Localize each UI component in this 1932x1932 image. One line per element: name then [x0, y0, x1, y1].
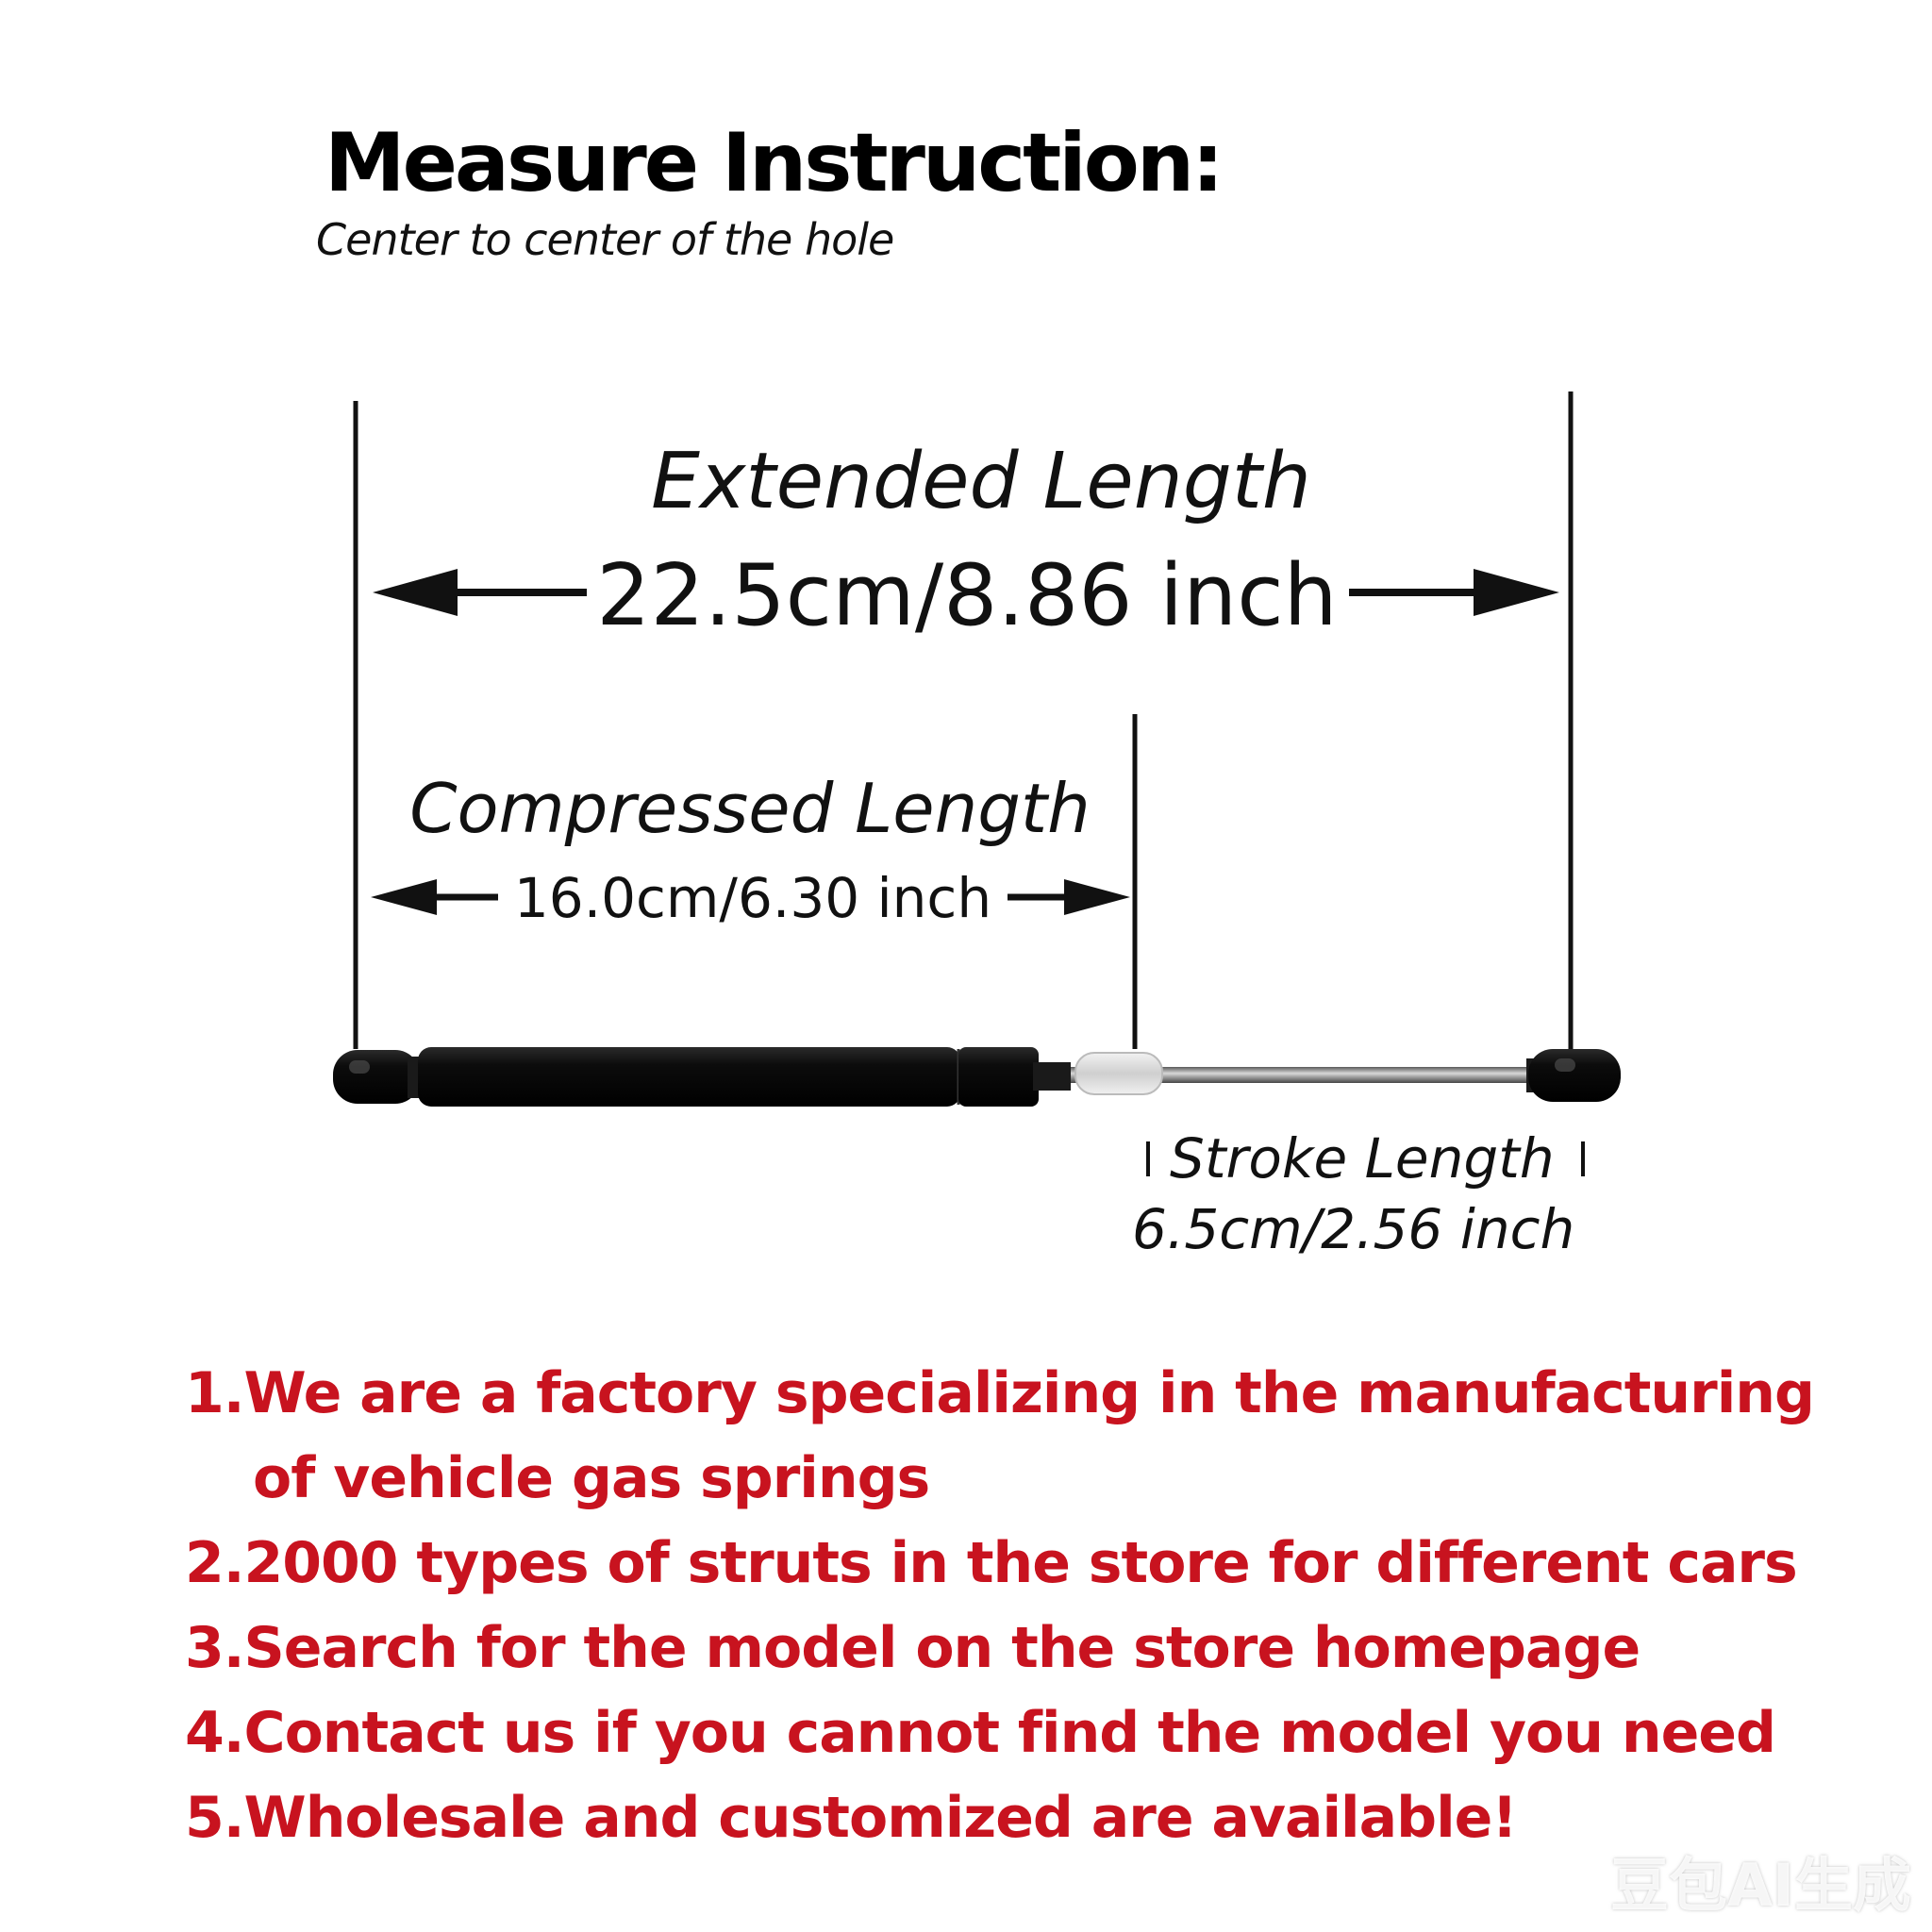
- page-subtitle: Center to center of the hole: [316, 214, 894, 265]
- stroke-length-label: Stroke Length: [1170, 1126, 1555, 1191]
- note-item-5: 5.Wholesale and customized are available…: [185, 1785, 1518, 1851]
- extended-right-arrow: [1349, 569, 1559, 616]
- extended-left-arrow: [373, 569, 587, 616]
- stroke-length-value: 6.5cm/2.56 inch: [1132, 1197, 1574, 1261]
- strut-cylinder: [418, 1047, 960, 1107]
- compressed-length-value: 16.0cm/6.30 inch: [514, 866, 991, 930]
- note-item-4: 4.Contact us if you cannot find the mode…: [185, 1700, 1776, 1766]
- note-item-2: 2.2000 types of struts in the store for …: [185, 1530, 1798, 1596]
- gas-strut-image: [333, 1047, 1621, 1107]
- extended-length-label: Extended Length: [651, 437, 1311, 526]
- compressed-right-arrow: [1008, 879, 1130, 915]
- compressed-left-arrow: [371, 879, 498, 915]
- compressed-length-label: Compressed Length: [409, 769, 1091, 848]
- left-end-fitting: [333, 1050, 420, 1104]
- notes-list: 1.We are a factory specializing in the m…: [185, 1351, 1845, 1860]
- note-item-3: 3.Search for the model on the store home…: [185, 1615, 1641, 1681]
- page-title: Measure Instruction:: [325, 116, 1224, 210]
- right-end-fitting: [1528, 1049, 1621, 1102]
- watermark: 豆包AI生成: [1609, 1851, 1911, 1920]
- extended-length-value: 22.5cm/8.86 inch: [596, 546, 1337, 645]
- strut-seal: [1074, 1052, 1163, 1095]
- strut-rod: [1038, 1067, 1542, 1083]
- note-item-1: 1.We are a factory specializing in the m…: [185, 1360, 1815, 1511]
